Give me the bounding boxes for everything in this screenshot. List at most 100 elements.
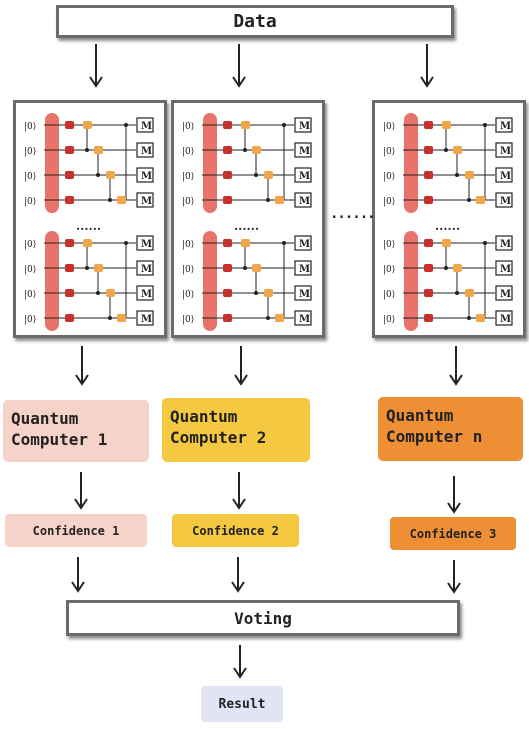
measure-icon — [136, 235, 154, 251]
measure-icon — [136, 167, 154, 183]
measure-icon — [495, 285, 513, 301]
measure-icon — [136, 192, 154, 208]
arrow-conf-2 — [231, 557, 245, 593]
circuit-diagram-1: |0⟩M|0⟩M|0⟩M|0⟩M......|0⟩M|0⟩M|0⟩M|0⟩M — [24, 113, 154, 331]
control-dot — [467, 316, 471, 320]
entangling-gate — [476, 314, 485, 322]
measure-symbol: M — [500, 171, 511, 182]
measure-icon — [495, 310, 513, 326]
qubit-label: |0⟩ — [383, 265, 395, 275]
result-label: Result — [218, 696, 266, 712]
entangling-gate — [264, 289, 273, 297]
measure-symbol: M — [299, 121, 310, 132]
arrow-qc-3 — [447, 476, 461, 514]
qubit-label: |0⟩ — [182, 290, 194, 300]
quantum-computer-1: Quantum Computer 1 — [3, 400, 149, 462]
rotation-gate — [424, 196, 433, 204]
measure-icon — [136, 310, 154, 326]
control-dot — [266, 198, 270, 202]
entangling-gate — [252, 264, 261, 272]
rotation-gate — [65, 314, 74, 322]
entangling-gate — [465, 289, 474, 297]
measure-symbol: M — [299, 289, 310, 300]
quantum-computer-3-line1: Quantum — [386, 406, 454, 425]
control-dot — [467, 198, 471, 202]
arrow-conf-1 — [71, 557, 85, 593]
rotation-gate — [65, 239, 74, 247]
circuit-ellipsis: ...... — [76, 219, 101, 233]
result-box: Result — [201, 686, 283, 722]
hadamard-layer-bar — [45, 231, 59, 331]
measure-icon — [495, 235, 513, 251]
quantum-computer-2-line2: Computer 2 — [170, 428, 267, 447]
rotation-gate — [424, 146, 433, 154]
arrow-data-2 — [232, 44, 246, 88]
measure-icon — [294, 310, 312, 326]
quantum-computer-1-line2: Computer 1 — [11, 430, 108, 449]
rotation-gate — [424, 239, 433, 247]
measure-icon — [294, 235, 312, 251]
quantum-computer-3: Quantum Computer n — [378, 397, 523, 461]
qubit-label: |0⟩ — [182, 315, 194, 325]
rotation-gate — [424, 289, 433, 297]
entangling-gate — [241, 239, 250, 247]
measure-icon — [136, 285, 154, 301]
rotation-gate — [65, 121, 74, 129]
measure-icon — [495, 192, 513, 208]
measure-symbol: M — [299, 314, 310, 325]
rotation-gate — [424, 121, 433, 129]
entangling-gate — [83, 239, 92, 247]
voting-label: Voting — [234, 608, 292, 628]
entangling-gate — [241, 121, 250, 129]
control-dot — [243, 148, 247, 152]
entangling-gate — [94, 146, 103, 154]
control-dot — [96, 173, 100, 177]
control-dot — [254, 291, 258, 295]
measure-symbol: M — [299, 264, 310, 275]
control-dot — [455, 291, 459, 295]
qubit-label: |0⟩ — [383, 122, 395, 132]
rotation-gate — [424, 171, 433, 179]
entangling-gate — [252, 146, 261, 154]
control-dot — [243, 266, 247, 270]
measure-symbol: M — [141, 239, 152, 250]
rotation-gate — [223, 146, 232, 154]
qubit-label: |0⟩ — [182, 122, 194, 132]
measure-symbol: M — [500, 121, 511, 132]
control-dot — [444, 148, 448, 152]
rotation-gate — [223, 171, 232, 179]
control-dot — [85, 266, 89, 270]
measure-icon — [495, 260, 513, 276]
measure-icon — [294, 260, 312, 276]
entangling-gate — [117, 314, 126, 322]
arrow-data-3 — [420, 44, 434, 88]
circuit-panel-2: |0⟩M|0⟩M|0⟩M|0⟩M......|0⟩M|0⟩M|0⟩M|0⟩M — [171, 100, 325, 338]
entangling-gate — [83, 121, 92, 129]
arrow-conf-3 — [447, 560, 461, 594]
qubit-label: |0⟩ — [24, 122, 36, 132]
quantum-computer-1-line1: Quantum — [11, 409, 79, 428]
qubit-label: |0⟩ — [182, 265, 194, 275]
control-dot — [483, 241, 487, 245]
rotation-gate — [223, 314, 232, 322]
quantum-computer-3-line2: Computer n — [386, 427, 483, 446]
circuit-panel-1: |0⟩M|0⟩M|0⟩M|0⟩M......|0⟩M|0⟩M|0⟩M|0⟩M — [13, 100, 167, 338]
measure-symbol: M — [141, 146, 152, 157]
measure-symbol: M — [141, 171, 152, 182]
qubit-label: |0⟩ — [383, 197, 395, 207]
measure-symbol: M — [141, 314, 152, 325]
control-dot — [124, 123, 128, 127]
hadamard-layer-bar — [45, 113, 59, 213]
between-ellipsis: ...... — [330, 206, 376, 222]
measure-icon — [294, 285, 312, 301]
control-dot — [455, 173, 459, 177]
quantum-computer-2-line1: Quantum — [170, 407, 238, 426]
entangling-gate — [106, 289, 115, 297]
arrow-circuit-2 — [234, 346, 248, 386]
control-dot — [444, 266, 448, 270]
quantum-computer-2: Quantum Computer 2 — [162, 398, 310, 462]
measure-symbol: M — [500, 196, 511, 207]
entangling-gate — [453, 264, 462, 272]
control-dot — [266, 316, 270, 320]
data-label: Data — [233, 11, 277, 32]
